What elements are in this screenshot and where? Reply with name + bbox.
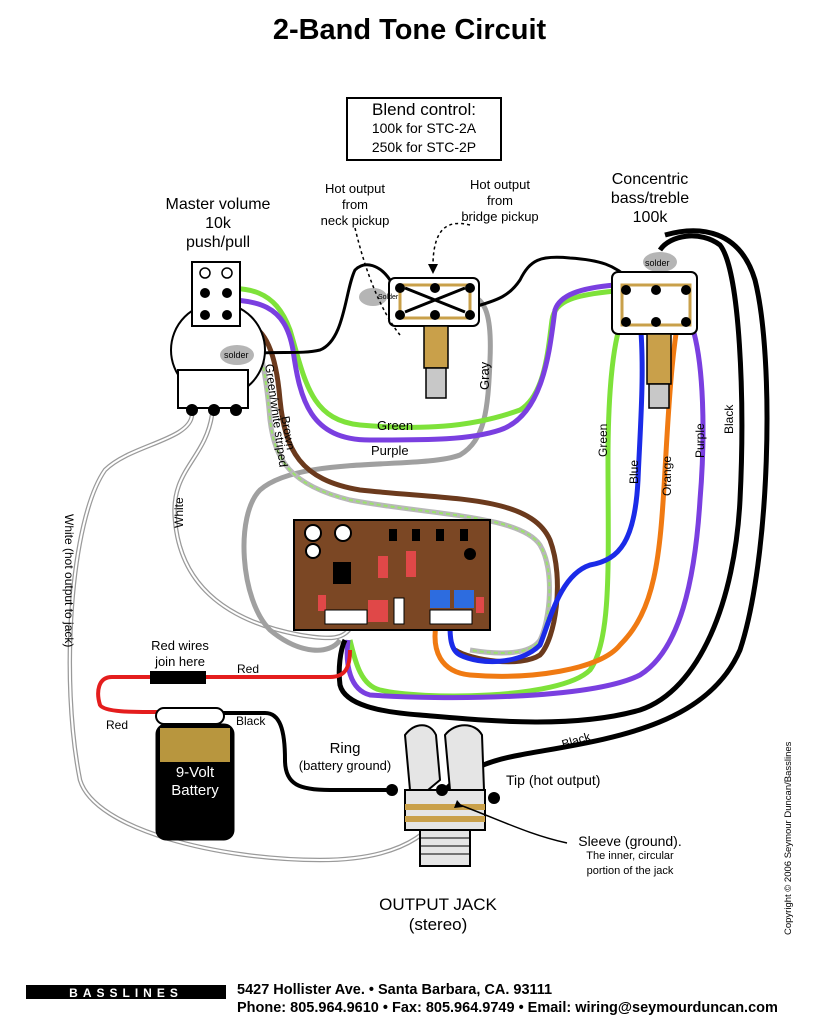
gray-wire-label: Gray (477, 361, 492, 390)
neck-pointer (354, 227, 401, 336)
black-v-wire-label: Black (722, 404, 736, 434)
red-wire-top (205, 649, 352, 679)
blend-heading: Blend control: (372, 100, 476, 119)
bridge-pointer (432, 222, 471, 271)
solder-label-master: solder (224, 350, 249, 360)
blend-line-1: 100k for STC-2A (371, 120, 477, 136)
battery (155, 707, 235, 841)
copyright-text: Copyright © 2006 Seymour Duncan/Bassline… (783, 741, 794, 935)
blend-pot[interactable] (359, 277, 480, 399)
basslines-logo: BASSLINES (26, 985, 226, 1000)
red-wires-join-label: Red wires join here (151, 638, 209, 669)
green-wire-v (347, 319, 625, 699)
output-jack-label: OUTPUT JACK (stereo) (379, 895, 497, 934)
brown-wire (229, 317, 560, 665)
master-volume-pot[interactable] (170, 261, 266, 416)
solder-label-concentric: solder (645, 258, 670, 268)
black-wire-loop (336, 233, 745, 725)
ring-label: Ring (battery ground) (298, 740, 392, 773)
master-volume-label: Master volume 10k push/pull (165, 196, 271, 251)
hot-bridge-label: Hot output from bridge pickup (461, 177, 539, 224)
purple-wire-v (344, 319, 706, 701)
black-wire-top (244, 263, 392, 357)
black-batt-wire-label: Black (236, 714, 266, 728)
black-wire-jack (443, 228, 770, 792)
page-title: 2-Band Tone Circuit (272, 14, 547, 46)
purple-wire (205, 282, 616, 443)
blend-control-box: Blend control: 100k for STC-2A 250k for … (346, 97, 502, 161)
preamp-board (293, 519, 491, 631)
output-jack[interactable] (386, 724, 500, 867)
white-wire-label: White (172, 497, 186, 528)
footer-address: 5427 Hollister Ave. • Santa Barbara, CA.… (237, 982, 553, 998)
battery-label: 9-Volt Battery (171, 764, 219, 799)
white-hot-wire (67, 414, 442, 863)
purple-v-wire-label: Purple (693, 423, 707, 458)
hot-neck-label: Hot output from neck pickup (320, 181, 390, 228)
black-batt-wire (222, 711, 392, 792)
red-left-wire-label: Red (106, 718, 129, 732)
gray-wire (241, 293, 493, 653)
purple-wire-label: Purple (371, 443, 409, 458)
green-v-wire-label: Green (596, 423, 610, 457)
tip-label: Tip (hot output) (506, 772, 601, 788)
concentric-pot[interactable] (611, 252, 698, 409)
orange-wire-label: Orange (660, 455, 674, 496)
red-top-wire-label: Red (237, 662, 260, 676)
footer-contact: Phone: 805.964.9610 • Fax: 805.964.9749 … (237, 1000, 778, 1016)
blue-wire-label: Blue (627, 459, 641, 484)
sleeve-pointer (459, 804, 568, 844)
blend-line-2: 250k for STC-2P (371, 139, 477, 155)
white-hot-wire-label: White (hot output to jack) (62, 514, 76, 648)
red-wire-splice (150, 671, 206, 684)
black-wire-mid (469, 255, 632, 310)
solder-label-blend: Solder (378, 294, 399, 301)
red-wire-left (96, 675, 161, 715)
blue-wire (447, 319, 645, 665)
sleeve-label: Sleeve (ground). The inner, circular por… (578, 833, 682, 878)
green-wire-label: Green (377, 418, 414, 433)
concentric-label: Concentric bass/treble 100k (610, 171, 690, 226)
